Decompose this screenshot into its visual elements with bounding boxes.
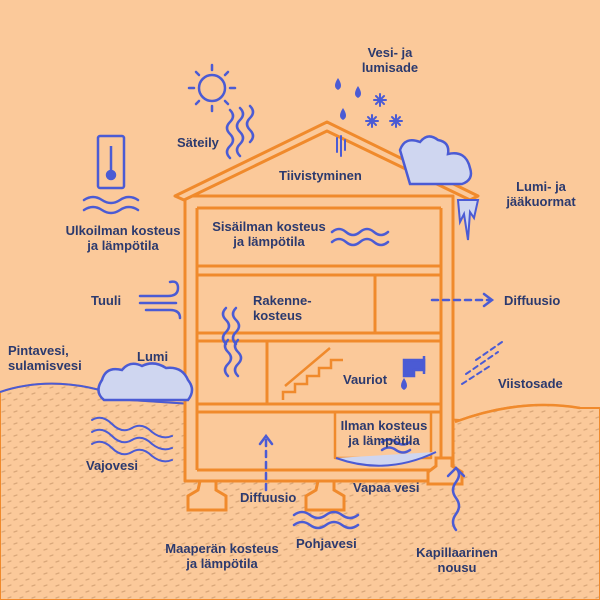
label-diffusion-right: Diffuusio [504, 293, 561, 308]
label-surface-water: Pintavesi, sulamisvesi [8, 343, 82, 373]
wave-icon [82, 195, 412, 530]
label-soil-humidity: Maaperän kosteus ja lämpötila [165, 541, 279, 571]
roof-snow-cloud [398, 135, 473, 186]
arrow-icon [258, 292, 495, 532]
label-outdoor-humidity: Ulkoilman kosteus ja lämpötila [65, 223, 181, 253]
label-snow-ice-loads: Lumi- ja jääkuormat [506, 179, 576, 209]
free-water-puddle [335, 451, 437, 467]
label-diffusion-bottom: Diffuusio [240, 490, 297, 505]
label-groundwater: Pohjavesi [296, 536, 357, 551]
faucet-drop [401, 378, 407, 390]
snowflake-icon [365, 93, 403, 128]
label-driving-rain: Viistosade [498, 376, 563, 391]
label-condensation: Tiivistyminen [279, 168, 362, 183]
label-damage: Vauriot [343, 372, 388, 387]
faucet-icon [402, 356, 426, 378]
ground-line-right [454, 403, 581, 424]
sinking-water-waves [91, 416, 173, 463]
label-capillary-rise: Kapillaarinen nousu [416, 545, 498, 575]
label-sinking-water: Vajovesi [86, 458, 139, 473]
stairs-icon [281, 347, 343, 400]
label-free-water: Vapaa vesi [353, 480, 420, 495]
label-snow: Lumi [137, 349, 169, 364]
foundation-footings [186, 456, 464, 512]
house [173, 120, 480, 483]
raindrop-icon [335, 78, 361, 120]
label-precipitation: Vesi- ja lumisade [361, 45, 419, 75]
radiation-waves [225, 104, 255, 160]
structure-moisture-waves [221, 306, 243, 378]
icicle-icon [456, 199, 480, 241]
label-radiation: Säteily [177, 135, 219, 150]
rain-streak-icon [461, 341, 503, 385]
label-structural-moisture: Rakenne- kosteus [253, 293, 312, 323]
thermometer-icon [96, 134, 126, 190]
label-indoor-humidity: Sisäilman kosteus ja lämpötila [212, 219, 326, 249]
sun-icon [187, 63, 237, 113]
label-wind: Tuuli [91, 293, 122, 308]
condensation-marks [336, 135, 346, 157]
label-air-humidity: Ilman kosteus ja lämpötila [340, 418, 428, 448]
wind-icon [138, 280, 182, 320]
cloud-icon [97, 362, 194, 402]
